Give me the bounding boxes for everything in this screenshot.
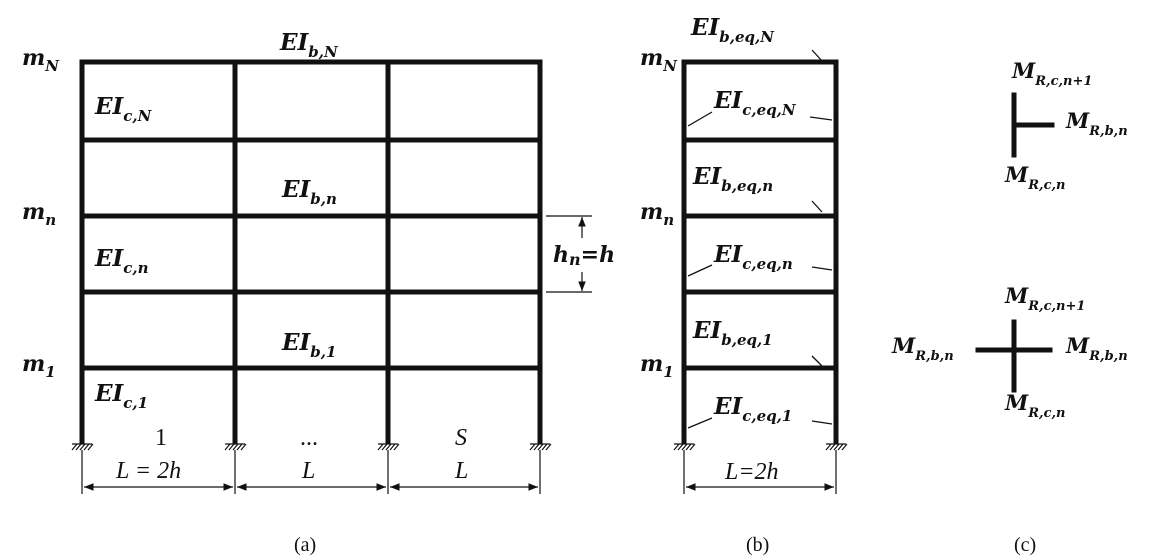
fixed-support-icon	[377, 443, 400, 451]
mass-label-bottom-b: m1	[640, 351, 674, 381]
eq-column-stiffness-mid: EIc,eq,n	[713, 241, 793, 273]
t-joint	[1011, 92, 1055, 158]
fixed-support-icon	[529, 443, 552, 451]
cross-joint	[975, 319, 1053, 393]
mass-label-mid-b: mn	[640, 199, 674, 229]
caption-a: (a)	[294, 534, 316, 556]
eq-beam-stiffness-mid: EIb,eq,n	[692, 163, 773, 195]
t-joint-moment-top: MR,c,n+1	[1011, 58, 1092, 89]
fixed-support-icon	[825, 443, 848, 451]
eq-beam-stiffness-top: EIb,eq,N	[690, 14, 775, 46]
storey-height-label: hn=h	[553, 242, 615, 269]
bay-label-first: 1	[155, 425, 167, 451]
eq-column-stiffness-bottom: EIc,eq,1	[713, 393, 792, 425]
span-label-third: L	[454, 458, 468, 484]
span-label-second: L	[301, 458, 315, 484]
mass-label-top: mN	[22, 45, 60, 75]
span-label-first: L = 2h	[115, 458, 181, 484]
mass-label-top-b: mN	[640, 45, 678, 75]
beam-stiffness-mid: EIb,n	[281, 176, 337, 208]
eq-beam-stiffness-bottom: EIb,eq,1	[692, 317, 773, 349]
cross-joint-moment-right: MR,b,n	[1065, 333, 1128, 364]
panel-c: MR,c,n+1 MR,b,n MR,c,n MR,c,n+1 MR,b,n M…	[891, 58, 1128, 556]
column-stiffness-top: EIc,N	[94, 93, 153, 125]
span-label-b: L=2h	[724, 459, 779, 485]
fixed-support-icon	[224, 443, 247, 451]
panel-a-supports	[71, 443, 552, 451]
beam-stiffness-top: EIb,N	[279, 29, 339, 61]
span-dimension	[81, 450, 541, 494]
caption-c: (c)	[1014, 534, 1036, 556]
cross-joint-moment-bottom: MR,c,n	[1004, 390, 1065, 421]
fixed-support-icon	[71, 443, 94, 451]
storey-height-dimension	[546, 215, 592, 293]
t-joint-moment-bottom: MR,c,n	[1004, 162, 1065, 193]
fixed-support-icon	[673, 443, 696, 451]
mass-label-mid: mn	[22, 199, 56, 229]
bay-label-ellipsis: ...	[300, 425, 318, 451]
beam-stiffness-bottom: EIb,1	[281, 329, 336, 361]
eq-column-stiffness-top: EIc,eq,N	[713, 87, 797, 119]
panel-b: mN mn m1 EIb,eq,N EIc,eq,N EIb,eq,n EIc,…	[640, 14, 848, 556]
panel-b-frame	[681, 59, 839, 445]
column-stiffness-mid: EIc,n	[94, 245, 149, 277]
t-joint-moment-right: MR,b,n	[1065, 108, 1128, 139]
panel-a-frame	[79, 59, 543, 445]
cross-joint-moment-top: MR,c,n+1	[1004, 283, 1085, 314]
mass-label-bottom: m1	[22, 351, 56, 381]
panel-a: mN mn m1 EIb,N EIc,N EIb,n EIc,n EIb,1 E…	[22, 29, 615, 556]
panel-b-supports	[673, 443, 848, 451]
column-stiffness-bottom: EIc,1	[94, 380, 148, 412]
span-dimension-b	[683, 450, 837, 494]
leader-lines	[687, 49, 833, 429]
bay-label-last: S	[455, 425, 467, 451]
caption-b: (b)	[746, 534, 769, 556]
cross-joint-moment-left: MR,b,n	[891, 333, 954, 364]
